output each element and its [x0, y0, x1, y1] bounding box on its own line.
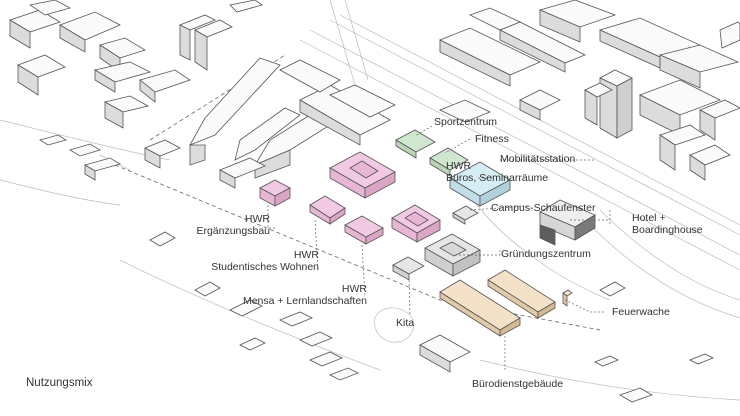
label-hwr-bueros-line2: Büros, Seminarräume	[446, 172, 549, 184]
fire-station-buildings	[439, 269, 573, 337]
diagram-title: Nutzungsmix	[26, 377, 93, 389]
label-hwr-mensa-line1: HWR	[341, 283, 367, 295]
label-campus-schaufenster: Campus-Schaufenster	[491, 202, 596, 214]
label-hwr-bueros-line1: HWR	[446, 160, 472, 172]
sport-buildings	[395, 129, 469, 177]
label-hotel: Hotel + Boardinghouse	[632, 212, 703, 236]
label-hotel-line2: Boardinghouse	[632, 224, 703, 236]
label-hwr-mensa-line2: Mensa + Lernlandschaften	[242, 295, 367, 307]
leader-lines	[267, 125, 611, 372]
label-buerodienstgebaeude: Bürodienstgebäude	[472, 378, 564, 390]
label-feuerwache: Feuerwache	[612, 306, 670, 318]
label-fitness: Fitness	[475, 133, 509, 145]
label-gruendungszentrum: Gründungszentrum	[501, 248, 591, 260]
hwr-buildings	[259, 151, 441, 245]
label-hwr-studentisches-wohnen: HWR Studentisches Wohnen	[185, 249, 319, 273]
label-sportzentrum: Sportzentrum	[434, 116, 498, 128]
office-building	[449, 161, 511, 207]
context-buildings	[9, 0, 740, 403]
label-kita: Kita	[396, 317, 415, 329]
roads	[0, 0, 740, 401]
label-mobilitaetsstation: Mobilitätsstation	[500, 153, 576, 165]
label-hwr-stud-line2: Studentisches Wohnen	[211, 261, 319, 273]
label-hwr-erg-line1: HWR	[244, 213, 270, 225]
grey-buildings	[392, 199, 596, 281]
label-hwr-erg-line2: Ergänzungsbau	[196, 225, 270, 237]
label-hwr-bueros: HWR Büros, Seminarräume	[446, 160, 548, 184]
label-hwr-ergaenzungsbau: HWR Ergänzungsbau	[170, 213, 270, 237]
label-hotel-line1: Hotel +	[632, 212, 666, 224]
label-hwr-stud-line1: HWR	[293, 249, 319, 261]
kita-area	[374, 307, 414, 343]
label-hwr-mensa: HWR Mensa + Lernlandschaften	[220, 283, 367, 307]
site-boundary	[114, 54, 601, 331]
